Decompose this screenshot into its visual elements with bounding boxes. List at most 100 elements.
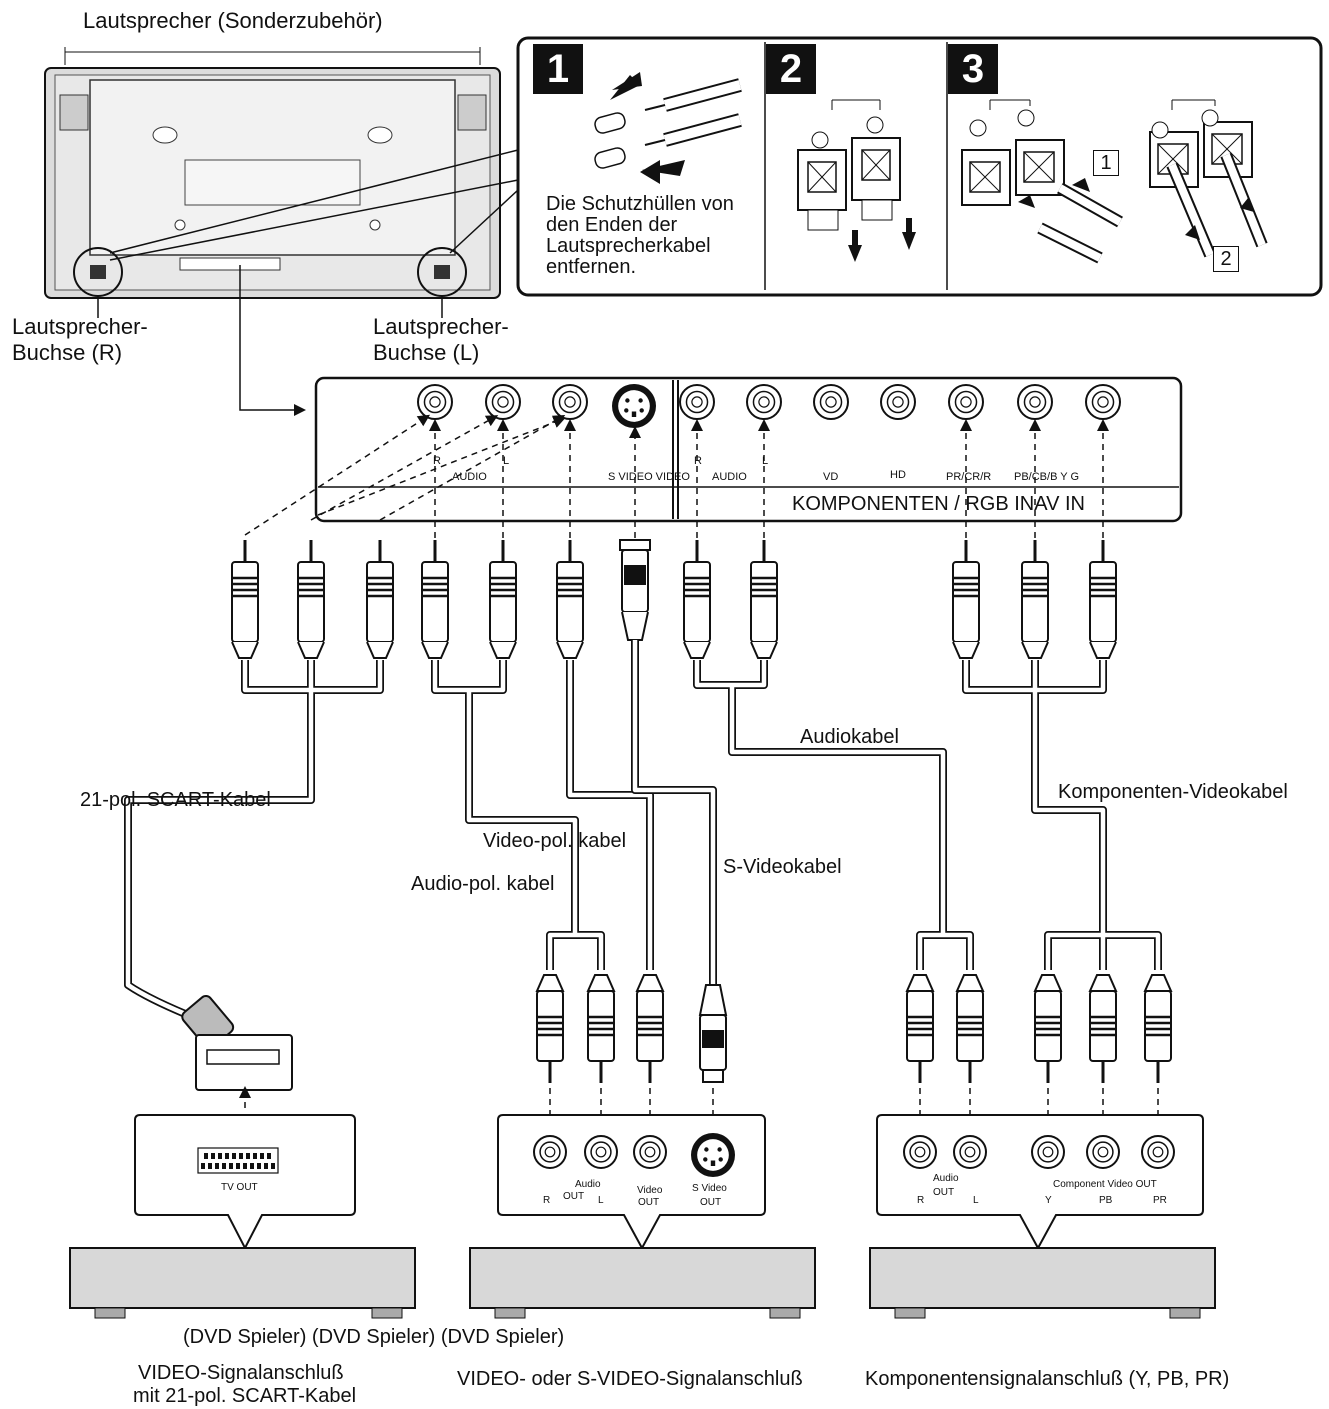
mid-plug-top-3 xyxy=(556,540,584,659)
source-mid-svideo: S Video xyxy=(692,1183,727,1194)
jack-l-label-line1: Lautsprecher- xyxy=(373,314,509,339)
scart-plug-1 xyxy=(231,540,259,659)
component-plug-top-1 xyxy=(952,540,980,659)
component-plug-top-2 xyxy=(1021,540,1049,659)
mid-plug-top-2 xyxy=(489,540,517,659)
scart-pin-top-6 xyxy=(239,1153,243,1159)
dvd-players xyxy=(69,1247,1216,1319)
scart-pin-top-4 xyxy=(225,1153,229,1159)
step-1-number: 1 xyxy=(533,44,583,94)
scart-pin-top-10 xyxy=(267,1153,271,1159)
panel-r2: R xyxy=(694,455,702,467)
dvd-players-caption: (DVD Spieler) (DVD Spieler) (DVD Spieler… xyxy=(183,1326,565,1348)
source-right-out: OUT xyxy=(933,1187,955,1198)
svideo-plug-top xyxy=(619,539,651,641)
component-plug-bottom-1 xyxy=(1033,974,1063,1083)
source-mid-out3: OUT xyxy=(700,1197,722,1208)
panel-jack-7 xyxy=(880,384,916,420)
audio-plug-bottom-2 xyxy=(955,974,985,1083)
scart-pin-bottom-3 xyxy=(215,1163,219,1169)
source-mid-audio: Audio xyxy=(575,1179,601,1190)
cable-label-component: Komponenten-Videokabel xyxy=(1058,781,1288,803)
svideo-cable xyxy=(631,640,717,985)
source-mid-jack-3 xyxy=(633,1135,667,1169)
input-panel xyxy=(314,376,1183,523)
source-right-jack-2 xyxy=(953,1135,987,1169)
cable-label-audio: Audiokabel xyxy=(800,726,899,748)
panel-jack-6 xyxy=(813,384,849,420)
cable-label-video-pol: Video-pol. kabel xyxy=(483,830,627,852)
panel-pb: PB/CB/B Y G xyxy=(1014,471,1080,483)
source-mid-l: L xyxy=(598,1195,604,1206)
component-plug-bottom-2 xyxy=(1088,974,1118,1083)
dash-scart-3 xyxy=(379,415,566,521)
bottom-right: Komponentensignalanschluß (Y, PB, PR) xyxy=(865,1368,1230,1390)
source-right-jack-5 xyxy=(1141,1135,1175,1169)
speakers-label: Lautsprecher (Sonderzubehör) xyxy=(83,8,383,33)
scart-pin-top-1 xyxy=(204,1153,208,1159)
step1-text-line4: entfernen. xyxy=(546,256,637,278)
scart-pin-top-9 xyxy=(260,1153,264,1159)
scart-pin-bottom-9 xyxy=(257,1163,261,1169)
source-right-pb: PB xyxy=(1099,1195,1113,1206)
source-right-pr: PR xyxy=(1153,1195,1167,1206)
cable-label-svideo: S-Videokabel xyxy=(723,856,842,878)
component-cable xyxy=(962,660,1162,970)
panel-audio-left: AUDIO xyxy=(452,471,487,483)
panel-svideo-jack xyxy=(612,384,656,428)
panel-svideo-video: S VIDEO VIDEO xyxy=(608,471,690,483)
bottom-left-line2: mit 21-pol. SCART-Kabel xyxy=(133,1385,357,1407)
scart-plug-2 xyxy=(297,540,325,659)
panel-jack-8 xyxy=(948,384,984,420)
jack-r-label-line1: Lautsprecher- xyxy=(12,314,148,339)
cable-group xyxy=(124,414,1173,1136)
scart-pin-top-3 xyxy=(218,1153,222,1159)
audio-pol-cable xyxy=(431,660,605,970)
mid-plug-bottom-3 xyxy=(635,974,665,1083)
panel-l1: L xyxy=(503,455,510,467)
panel-vd: VD xyxy=(823,471,839,483)
source-mid-video: Video xyxy=(637,1185,663,1196)
scart-pin-top-8 xyxy=(253,1153,257,1159)
scart-pin-bottom-1 xyxy=(201,1163,205,1169)
jack-l-label-line2: Buchse (L) xyxy=(373,340,480,365)
step1-text-line2: den Enden der xyxy=(546,214,678,236)
source-mid-jack-2 xyxy=(584,1135,618,1169)
panel-audio-right: AUDIO xyxy=(712,471,747,483)
mid-plug-bottom-2 xyxy=(586,974,616,1083)
panel-caption: KOMPONENTEN / RGB INAV IN xyxy=(792,493,1085,515)
step3-sub-2: 2 xyxy=(1213,246,1239,272)
scart-pin-bottom-11 xyxy=(271,1163,275,1169)
scart-pin-bottom-6 xyxy=(236,1163,240,1169)
panel-jack-9 xyxy=(1017,384,1053,420)
scart-pin-bottom-2 xyxy=(208,1163,212,1169)
scart-pin-bottom-5 xyxy=(229,1163,233,1169)
mid-plug-bottom-1 xyxy=(535,974,565,1083)
source-right-jack-1 xyxy=(903,1135,937,1169)
scart-pin-bottom-10 xyxy=(264,1163,268,1169)
step3-terminal-illustration xyxy=(961,99,1268,264)
panel-l2: L xyxy=(762,455,769,467)
source-mid-out2: OUT xyxy=(638,1197,660,1208)
bottom-left-line1: VIDEO-Signalanschluß xyxy=(138,1362,344,1384)
panel-jack-2 xyxy=(485,384,521,420)
jack-r-label-line2: Buchse (R) xyxy=(12,340,123,365)
bottom-center: VIDEO- oder S-VIDEO-Signalanschluß xyxy=(457,1368,803,1390)
step-3-number: 3 xyxy=(948,44,998,94)
scart-pin-bottom-8 xyxy=(250,1163,254,1169)
dash-scart-2 xyxy=(310,415,499,521)
video-pol-cable xyxy=(566,660,654,970)
audio-plug-top-1 xyxy=(683,540,711,659)
panel-jack-3 xyxy=(552,384,588,420)
panel-jack-1 xyxy=(417,384,453,420)
source-callouts xyxy=(134,1114,1204,1251)
dash-scart-1 xyxy=(244,414,431,536)
panel-r1: R xyxy=(433,455,441,467)
svideo-plug-bottom xyxy=(698,984,728,1083)
scart-plug-3 xyxy=(366,540,394,659)
component-plug-bottom-3 xyxy=(1143,974,1173,1083)
source-mid-r: R xyxy=(543,1195,551,1206)
source-tv-out: TV OUT xyxy=(221,1182,258,1193)
source-right-component: Component Video OUT xyxy=(1053,1179,1157,1190)
source-right-y: Y xyxy=(1045,1195,1052,1206)
